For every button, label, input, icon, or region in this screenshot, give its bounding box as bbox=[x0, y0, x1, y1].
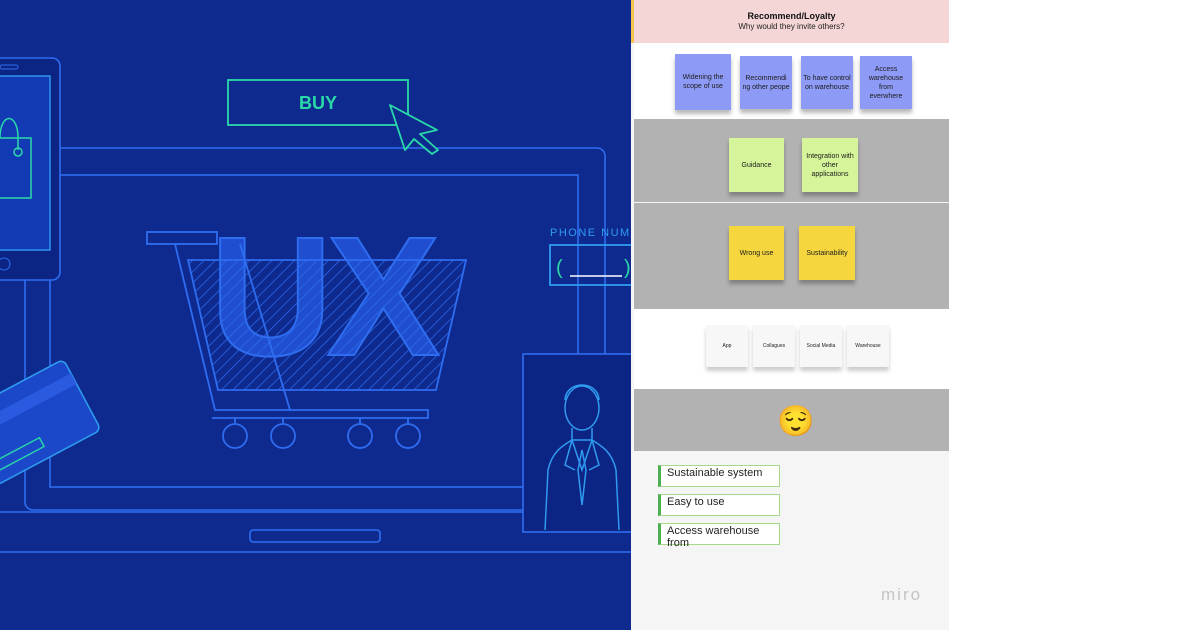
sticky-note[interactable]: Guidance bbox=[729, 138, 784, 192]
emoji-band bbox=[634, 389, 949, 451]
shopping-cart-icon bbox=[146, 231, 468, 449]
smartphone bbox=[0, 57, 61, 281]
cursor-arrow-icon bbox=[389, 104, 439, 155]
credit-card bbox=[0, 360, 100, 489]
phone-number-field-graphic: PHONE NUMBER ( ) bbox=[549, 227, 631, 286]
person-card bbox=[522, 353, 631, 533]
sticky-note[interactable]: Widening the scope of use bbox=[675, 54, 731, 110]
sticky-note[interactable]: Warehouse bbox=[847, 325, 889, 367]
board-title: Recommend/Loyalty bbox=[747, 11, 836, 21]
sticky-note[interactable]: Sustainability bbox=[799, 226, 855, 280]
miro-watermark: miro bbox=[881, 585, 923, 604]
relieved-face-emoji-icon[interactable]: 😌 bbox=[777, 405, 815, 438]
sticky-note[interactable]: Social Media bbox=[800, 325, 842, 367]
tag-card[interactable]: Easy to use bbox=[658, 494, 780, 516]
sticky-note[interactable]: To have control on warehouse bbox=[801, 56, 853, 109]
header-accent-bar bbox=[631, 0, 634, 43]
svg-text:(: ( bbox=[556, 257, 563, 279]
sticky-note[interactable]: Access warehouse from everwhere bbox=[860, 56, 912, 109]
sticky-note[interactable]: Collagues bbox=[753, 325, 795, 367]
buy-label: BUY bbox=[299, 93, 337, 113]
ux-illustration: BUY PHONE NUMBER ( ) UX bbox=[0, 0, 631, 630]
phone-number-label: PHONE NUMBER bbox=[550, 227, 631, 239]
sticky-note[interactable]: Wrong use bbox=[729, 226, 784, 280]
laptop-outline bbox=[0, 147, 631, 553]
board-subtitle: Why would they invite others? bbox=[738, 22, 845, 31]
yellow-sticky-band bbox=[634, 203, 949, 309]
miro-board[interactable]: Recommend/Loyalty Why would they invite … bbox=[631, 0, 949, 630]
sticky-note[interactable]: Integration with other applications bbox=[802, 138, 858, 192]
blank-area bbox=[949, 0, 1200, 630]
buy-button-graphic: BUY bbox=[227, 79, 439, 155]
svg-text:): ) bbox=[624, 257, 631, 279]
sticky-note[interactable]: App bbox=[706, 325, 748, 367]
sticky-note[interactable]: Recommendi ng other peope bbox=[740, 56, 792, 109]
tag-card[interactable]: Access warehouse from bbox=[658, 523, 780, 549]
illustration-svg: BUY PHONE NUMBER ( ) UX bbox=[0, 57, 631, 553]
board-header: Recommend/Loyalty Why would they invite … bbox=[634, 0, 949, 43]
lime-sticky-band bbox=[634, 119, 949, 202]
tag-card[interactable]: Sustainable system bbox=[658, 465, 780, 487]
businessman-icon bbox=[544, 384, 620, 531]
